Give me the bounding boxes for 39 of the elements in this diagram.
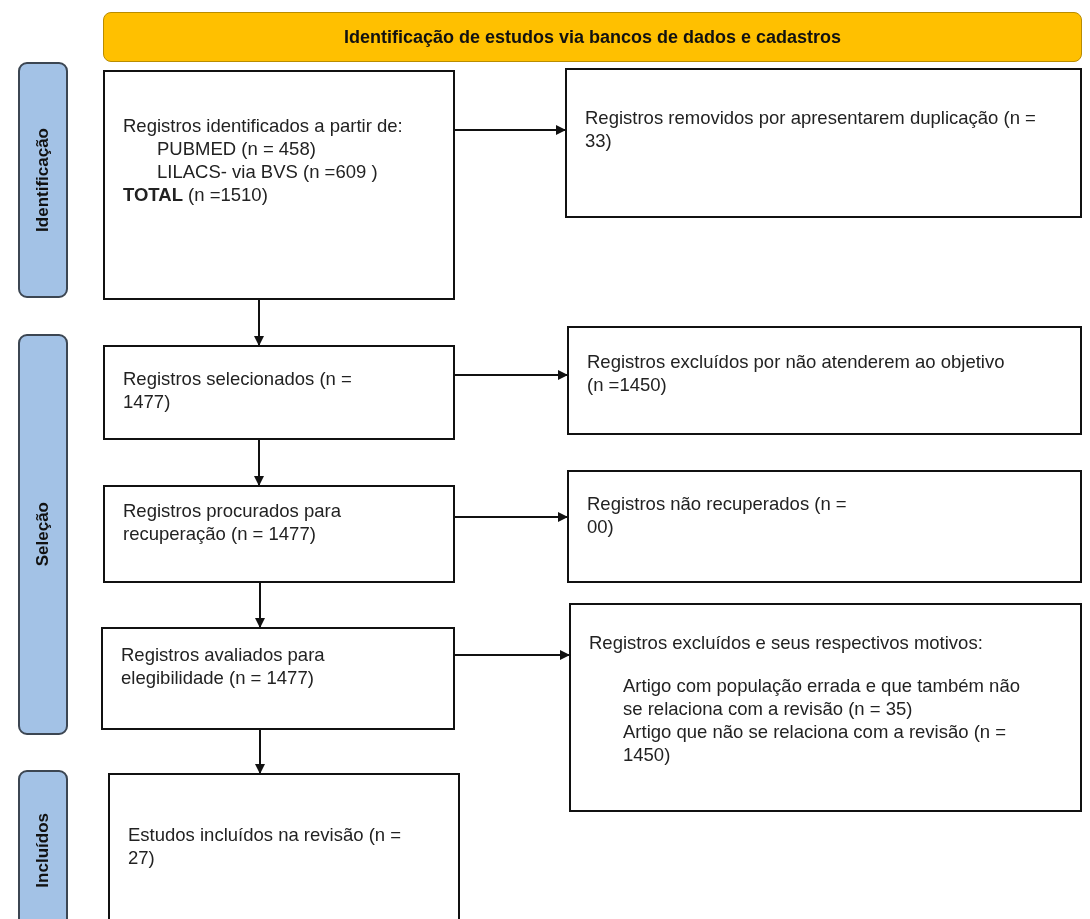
arrow	[454, 370, 568, 380]
box-text: Registros excluídos por não atenderem ao objetivo (n =1450)	[587, 350, 1006, 396]
phase-band	[18, 334, 68, 735]
box-text: Registros procurados para recuperação (n = 1477)	[123, 499, 342, 545]
phase-band	[18, 62, 68, 298]
phase-band	[18, 770, 68, 919]
process-box	[569, 603, 1082, 812]
phase-label: Identificação	[33, 128, 53, 232]
box-text: Registros não recuperados (n = 00)	[587, 492, 848, 538]
box-text: Registros removidos por apresentarem duplicação (n = 33)	[585, 106, 1037, 152]
arrow	[255, 729, 265, 774]
arrow	[254, 439, 264, 486]
box-text: PUBMED (n = 458)	[156, 137, 317, 160]
header-banner	[103, 12, 1082, 62]
box-text: Registros identificados a partir de:	[123, 114, 404, 137]
process-box	[565, 68, 1082, 218]
process-box	[103, 485, 455, 583]
box-text: Artigo que não se relaciona com a revisão (n = 1450)	[622, 720, 1008, 766]
banner-title: Identificação de estudos via bancos de dados e cadastros	[343, 26, 842, 48]
arrow	[255, 582, 265, 628]
box-text: TOTAL (n =1510)	[123, 183, 269, 206]
arrow	[454, 125, 566, 135]
process-box	[567, 326, 1082, 435]
box-text: Registros excluídos e seus respectivos motivos:	[589, 631, 984, 654]
process-box	[103, 345, 455, 440]
arrow	[254, 299, 264, 346]
process-box	[101, 627, 455, 730]
box-text: Registros avaliados para elegibilidade (n = 1477)	[121, 643, 326, 689]
phase-label: Incluídos	[33, 812, 53, 888]
phase-label: Seleção	[33, 502, 53, 567]
arrow	[454, 512, 568, 522]
box-text: Artigo com população errada e que também não se relaciona com a revisão (n = 35)	[622, 674, 1021, 720]
arrow	[454, 650, 570, 660]
process-box	[108, 773, 460, 919]
process-box	[103, 70, 455, 300]
box-text: Estudos incluídos na revisão (n = 27)	[128, 823, 403, 869]
box-text: LILACS- via BVS (n =609 )	[156, 160, 379, 183]
box-text: Registros selecionados (n = 1477)	[123, 367, 353, 413]
process-box	[567, 470, 1082, 583]
